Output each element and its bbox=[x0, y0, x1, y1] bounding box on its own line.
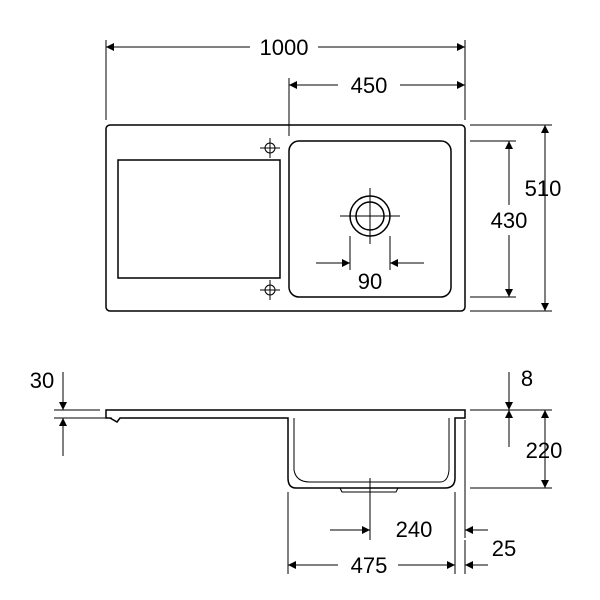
label-30: 30 bbox=[30, 368, 54, 393]
label-430: 430 bbox=[491, 208, 528, 233]
label-475: 475 bbox=[351, 553, 388, 578]
dim-overall-depth: 510 bbox=[470, 124, 562, 312]
label-510: 510 bbox=[525, 176, 562, 201]
dim-bowl-outer-width: 475 bbox=[287, 492, 456, 578]
tap-hole-marker-bottom bbox=[260, 280, 280, 300]
sink-outline-top bbox=[105, 124, 466, 312]
label-8: 8 bbox=[521, 366, 533, 391]
label-1000: 1000 bbox=[260, 35, 309, 60]
sink-profile-side bbox=[105, 409, 466, 489]
dim-rim-thickness: 30 bbox=[30, 368, 112, 456]
drain-outlet-side bbox=[339, 487, 399, 493]
dim-drain-offset: 240 bbox=[330, 420, 488, 542]
dim-back-offset: 25 bbox=[464, 536, 516, 574]
label-450: 450 bbox=[351, 73, 388, 98]
label-220: 220 bbox=[526, 438, 563, 463]
dim-bowl-height: 220 bbox=[470, 409, 563, 489]
draining-board-outline bbox=[117, 159, 281, 279]
label-90: 90 bbox=[358, 269, 382, 294]
top-view: 1000 450 510 430 9 bbox=[105, 35, 562, 312]
dim-bowl-depth: 430 bbox=[470, 140, 528, 298]
dim-drain-diameter: 90 bbox=[316, 236, 424, 294]
label-240: 240 bbox=[396, 517, 433, 542]
bowl-outline-top bbox=[288, 140, 452, 298]
dim-bowl-width: 450 bbox=[288, 73, 465, 136]
tap-hole-marker-top bbox=[260, 138, 280, 158]
side-view: 30 8 220 240 475 bbox=[30, 366, 563, 578]
dim-edge-offset: 8 bbox=[470, 366, 533, 411]
bowl-inner-side bbox=[293, 418, 450, 483]
dim-overall-length: 1000 bbox=[105, 35, 466, 120]
drain-hole bbox=[340, 188, 400, 244]
label-25: 25 bbox=[492, 536, 516, 561]
